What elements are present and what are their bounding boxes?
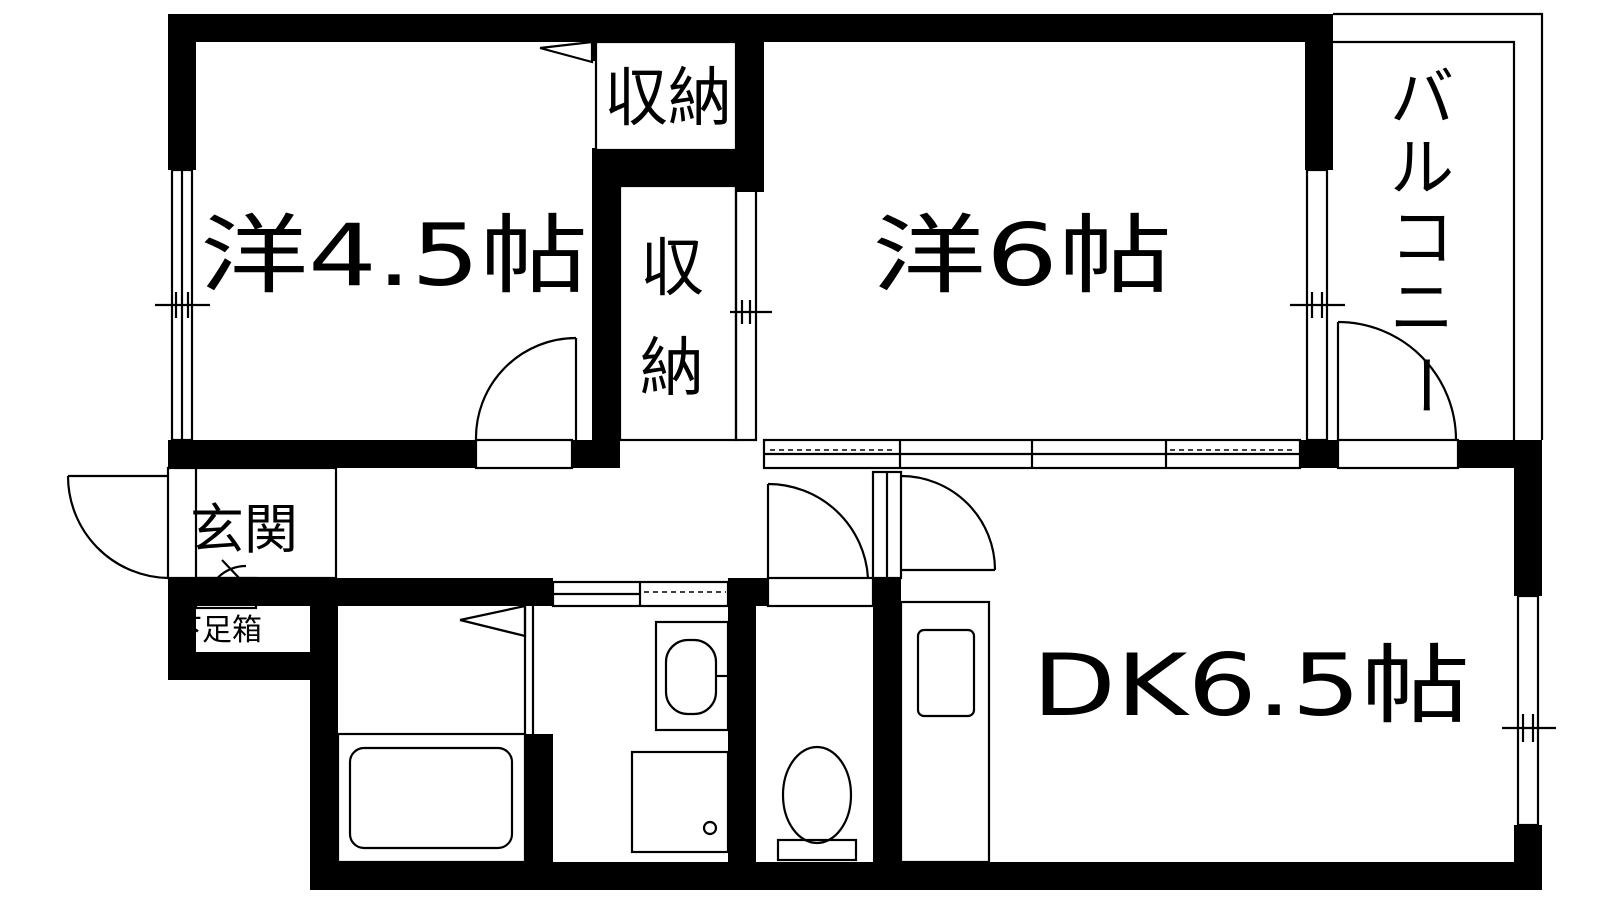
balcony-char-5: ー — [1386, 353, 1460, 417]
fixtures — [336, 600, 991, 864]
room-label-western-6: 洋6帖 — [872, 206, 1172, 306]
balcony-char-2: ル — [1390, 132, 1454, 206]
balcony-label: バ ル コ ニ ー — [1386, 62, 1460, 417]
doors — [66, 40, 997, 734]
storage-label-top: 収納 — [604, 62, 732, 136]
room-label-western-4-5: 洋4.5帖 — [200, 206, 588, 306]
room-label-dk: DK6.5帖 — [1032, 636, 1470, 736]
balcony-char-1: バ — [1390, 62, 1454, 136]
shoe-box-label: 下足箱 — [172, 613, 262, 648]
storage-label-mid-1: 収 — [640, 232, 704, 306]
entrance-label: 玄関 — [190, 498, 298, 561]
balcony-char-4: ニ — [1390, 272, 1454, 346]
windows — [155, 12, 1556, 827]
walls — [168, 14, 1542, 890]
balcony-char-3: コ — [1390, 202, 1454, 276]
storage-label-mid-2: 納 — [640, 332, 704, 406]
